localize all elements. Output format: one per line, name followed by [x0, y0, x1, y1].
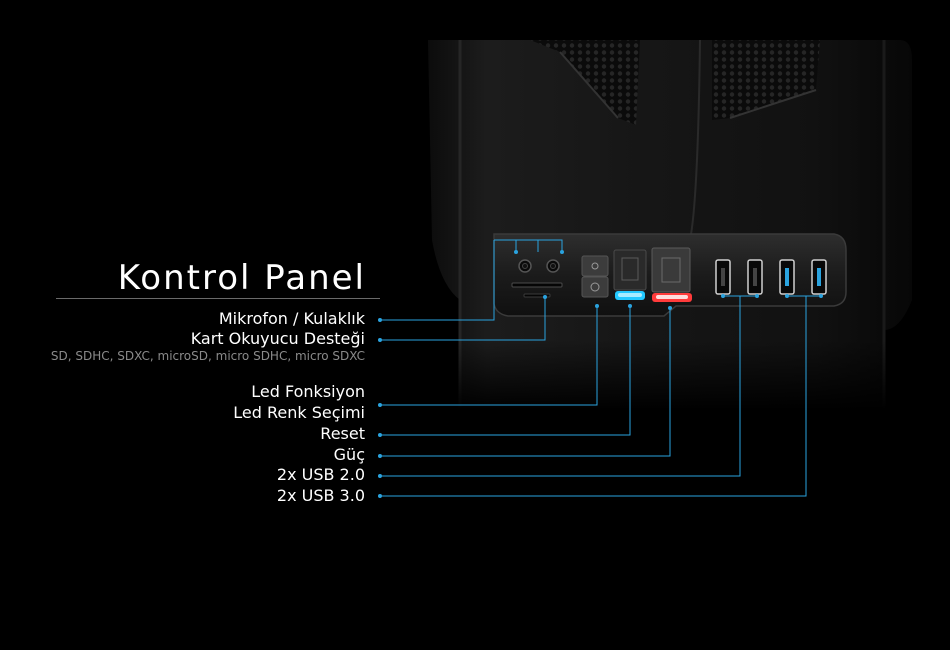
label-usb2: 2x USB 2.0: [276, 465, 365, 484]
title-divider: [56, 298, 380, 299]
label-reset: Reset: [320, 424, 365, 443]
left-mesh-vent: [530, 40, 640, 125]
label-led-color: Led Renk Seçimi: [233, 403, 365, 422]
label-power: Güç: [333, 445, 365, 464]
callout-dots: [378, 250, 823, 498]
label-mic-headphone: Mikrofon / Kulaklık: [218, 309, 365, 328]
power-button: [651, 247, 691, 293]
callout-lines: [380, 239, 821, 497]
card-reader-slot-icon: [511, 282, 563, 288]
panel-title: Kontrol Panel: [117, 258, 366, 298]
label-card-reader: Kart Okuyucu Desteği: [190, 329, 365, 348]
label-usb3: 2x USB 3.0: [276, 486, 365, 505]
led-color-button: [581, 276, 609, 298]
reset-button: [613, 249, 647, 291]
label-card-reader-formats: SD, SDHC, SDXC, microSD, micro SDHC, mic…: [50, 349, 365, 363]
right-mesh-vent: [712, 40, 820, 120]
led-function-button: [581, 255, 609, 277]
label-led-function: Led Fonksiyon: [251, 382, 365, 401]
